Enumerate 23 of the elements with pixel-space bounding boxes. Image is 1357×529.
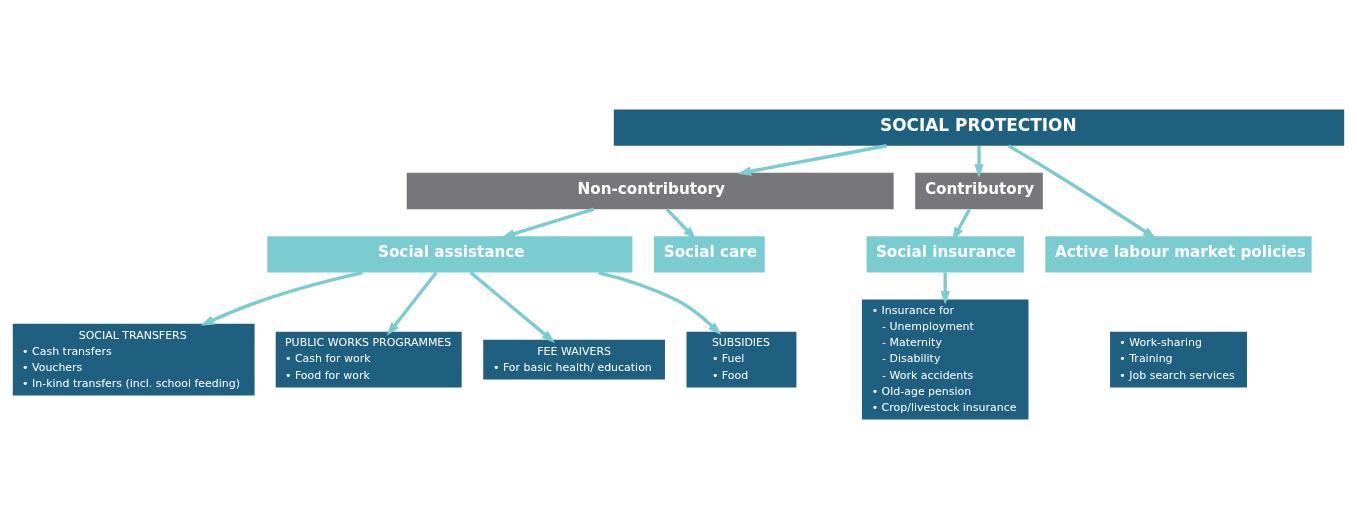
arrow (974, 145, 984, 178)
node-box: Active labour market policies (1045, 236, 1312, 273)
node-box: Social insurance (866, 236, 1024, 273)
arrow (501, 207, 595, 239)
node-box: • Insurance for - Unemployment - Maternity - Disability - Work accidents • Old-age pension • Crop/livestock insurance (861, 299, 1029, 420)
node-box: SUBSIDIES • Fuel • Food (686, 331, 797, 388)
node-box: FEE WAIVERS • For basic health/ education (483, 339, 665, 380)
arrow (469, 271, 556, 343)
arrow (940, 272, 950, 305)
node-box: Contributory (915, 172, 1043, 210)
node-box: SOCIAL PROTECTION (613, 109, 1345, 146)
node-box: • Work-sharing • Training • Job search services (1110, 331, 1247, 388)
arrow (200, 270, 363, 326)
arrow (737, 144, 887, 176)
arrow (1007, 144, 1157, 239)
arrow (386, 271, 438, 336)
node-box: Social assistance (267, 236, 633, 273)
arrow (598, 270, 722, 336)
node-box: SOCIAL TRANSFERS • Cash transfers • Vouchers • In-kind transfers (incl. school feeding) (12, 323, 255, 396)
node-box: Social care (654, 236, 765, 273)
arrow (665, 208, 697, 240)
node-box: PUBLIC WORKS PROGRAMMES • Cash for work • Food for work (275, 331, 462, 388)
node-box: Non-contributory (406, 172, 894, 210)
